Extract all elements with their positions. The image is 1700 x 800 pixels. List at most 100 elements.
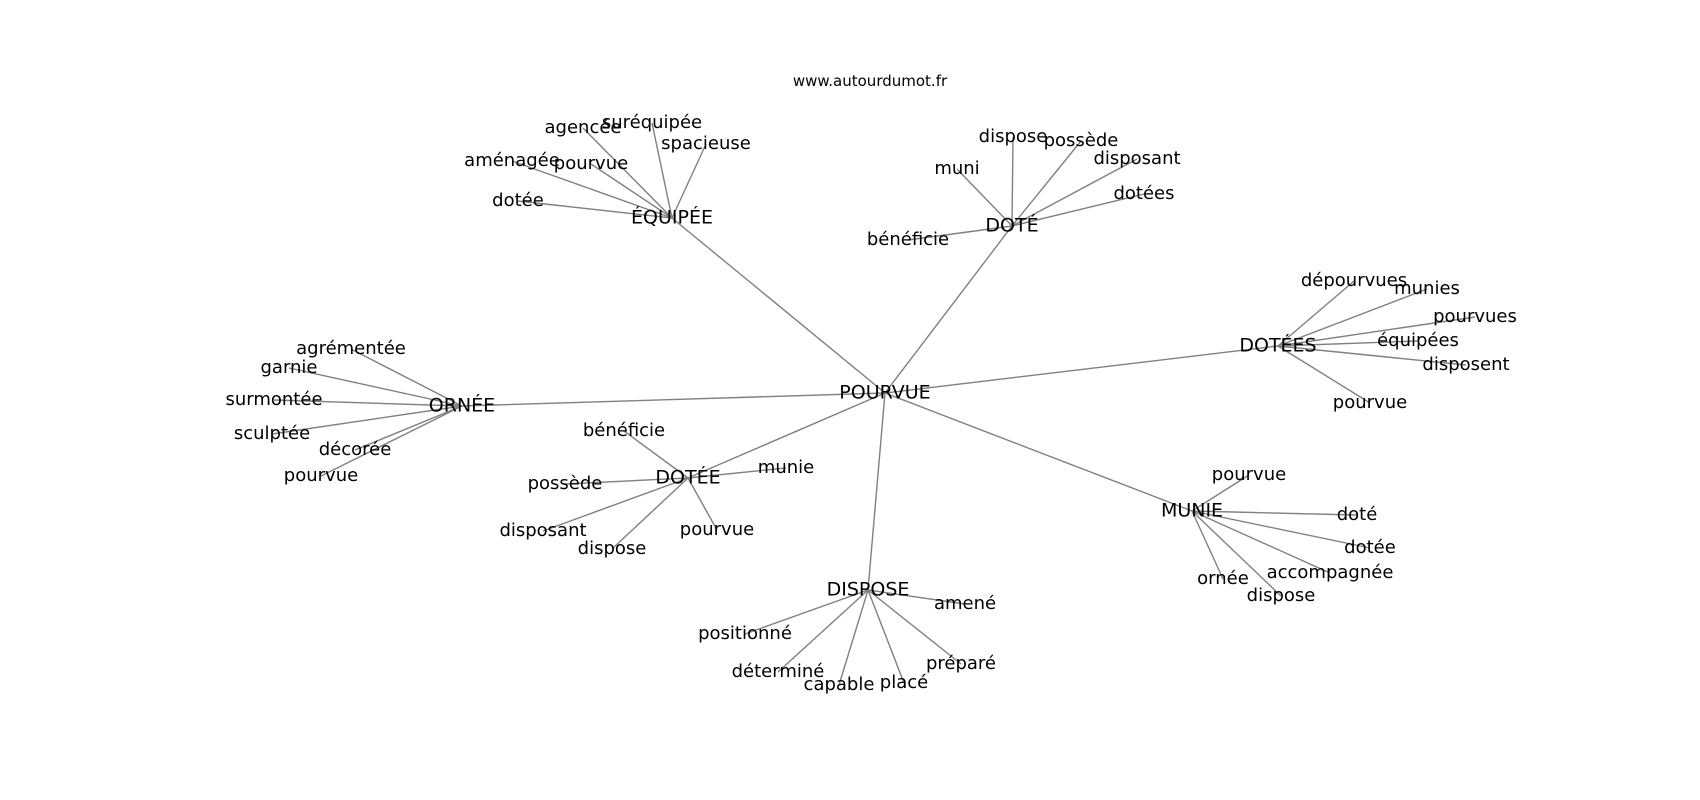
center-node[interactable]: POURVUE [839,382,930,404]
leaf-node-munie-3[interactable]: accompagnée [1267,562,1394,583]
edge-dotee-leaf-3 [542,477,689,532]
leaf-node-equipee-1[interactable]: suréquipée [602,112,702,133]
edge-center-munie [884,392,1193,512]
edge-equipee-leaf-2 [671,143,707,219]
edge-dotees-leaf-2 [1277,316,1476,347]
leaf-node-munie-2[interactable]: dotée [1344,537,1396,558]
edge-dispose-leaf-4 [867,589,905,684]
edge-dotee-leaf-5 [687,477,718,531]
leaf-node-dispose-3[interactable]: déterminé [732,661,825,682]
edge-dispose-leaf-3 [777,589,869,673]
edge-dotees-leaf-5 [1277,345,1371,404]
edge-dote-leaf-3 [1011,158,1138,227]
leaf-node-equipee-2[interactable]: spacieuse [661,133,751,154]
leaf-node-ornee-2[interactable]: surmontée [225,389,322,410]
edge-munie-leaf-5 [1191,510,1282,597]
leaf-node-dispose-4[interactable]: placé [880,672,928,693]
leaf-node-munie-1[interactable]: doté [1337,504,1378,525]
edge-dotee-leaf-0 [623,430,689,479]
edge-dotee-leaf-1 [687,467,787,479]
hub-node-equipee[interactable]: ÉQUIPÉE [631,206,713,229]
edge-munie-leaf-3 [1191,510,1331,574]
edge-dote-leaf-2 [956,168,1013,227]
edge-dote-leaf-5 [907,225,1013,241]
hub-node-dispose[interactable]: DISPOSE [827,579,910,601]
edge-ornee-leaf-1 [288,367,463,407]
edge-center-ornee [461,392,886,407]
edge-center-equipee [671,217,886,394]
edge-dotees-leaf-3 [1277,340,1419,347]
leaf-node-dote-1[interactable]: possède [1044,130,1119,151]
edge-dotee-leaf-4 [611,477,689,550]
edge-ornee-leaf-0 [350,348,463,407]
leaf-node-equipee-3[interactable]: aménagée [464,150,560,171]
edge-ornee-leaf-4 [354,405,463,451]
leaf-node-dispose-1[interactable]: positionné [698,623,792,644]
edge-equipee-leaf-3 [511,160,673,219]
edges [271,122,1476,686]
site-url: www.autourdumot.fr [792,72,948,90]
edge-equipee-leaf-5 [517,200,673,219]
leaf-node-dotee-4[interactable]: dispose [578,538,647,559]
leaf-node-ornee-5[interactable]: pourvue [284,465,358,486]
edge-dispose-leaf-2 [867,589,962,665]
leaf-node-munie-4[interactable]: ornée [1197,568,1249,589]
hub-node-ornee[interactable]: ORNÉE [429,394,495,417]
edge-equipee-leaf-1 [651,122,673,219]
edge-dispose-leaf-1 [744,589,869,635]
leaf-node-ornee-3[interactable]: sculptée [234,423,310,444]
leaf-node-ornee-4[interactable]: décorée [319,439,392,460]
leaf-node-dote-4[interactable]: dotées [1113,183,1174,204]
edge-munie-leaf-4 [1191,510,1224,580]
edge-munie-leaf-2 [1191,510,1371,549]
edge-dotees-leaf-0 [1277,280,1355,347]
hub-node-dote[interactable]: DOTÉ [985,214,1038,237]
leaf-node-equipee-5[interactable]: dotée [492,190,544,211]
leaf-node-equipee-4[interactable]: pourvue [554,153,628,174]
leaf-node-dispose-2[interactable]: préparé [926,653,996,674]
edge-dispose-leaf-5 [838,589,869,686]
leaf-node-dotee-1[interactable]: munie [758,457,814,478]
hub-node-dotee[interactable]: DOTÉE [655,466,720,489]
edge-equipee-leaf-0 [582,127,673,219]
leaf-node-dote-0[interactable]: dispose [979,126,1048,147]
edge-dispose-leaf-0 [867,589,966,605]
leaf-node-dotees-3[interactable]: équipées [1377,330,1459,351]
leaf-node-dotee-5[interactable]: pourvue [680,519,754,540]
edge-dote-leaf-0 [1011,136,1014,227]
leaf-node-ornee-1[interactable]: garnie [260,357,317,378]
edge-center-dispose [867,392,886,591]
leaf-node-dote-5[interactable]: bénéficie [867,229,949,250]
leaf-node-munie-5[interactable]: dispose [1247,585,1316,606]
edge-munie-leaf-0 [1191,474,1250,512]
edge-equipee-leaf-4 [590,163,673,219]
leaf-node-dotees-5[interactable]: pourvue [1333,392,1407,413]
leaf-node-equipee-0[interactable]: agencée [545,117,622,138]
leaf-node-dotee-2[interactable]: possède [528,473,603,494]
edge-center-dotee [687,392,886,479]
edge-dotees-leaf-4 [1277,345,1467,366]
leaf-node-dispose-0[interactable]: amené [934,593,996,614]
leaf-node-dotee-3[interactable]: disposant [499,520,586,541]
leaf-node-dotees-4[interactable]: disposent [1422,354,1509,375]
hub-node-dotees[interactable]: DOTÉES [1239,334,1316,357]
edge-ornee-leaf-3 [271,405,463,435]
leaf-node-dote-3[interactable]: disposant [1093,148,1180,169]
leaf-node-ornee-0[interactable]: agrémentée [296,338,406,359]
edge-dote-leaf-4 [1011,193,1145,227]
node-labels: agencéesuréquipéespacieuseaménagéepourvu… [225,112,1516,695]
leaf-node-dotees-2[interactable]: pourvues [1433,306,1517,327]
edge-ornee-leaf-2 [273,399,463,407]
edge-dotee-leaf-2 [564,477,689,485]
edge-ornee-leaf-5 [320,405,463,477]
leaf-node-dotees-0[interactable]: dépourvues [1301,270,1407,291]
edge-munie-leaf-1 [1191,510,1358,516]
hub-node-munie[interactable]: MUNIE [1161,500,1223,522]
leaf-node-dotees-1[interactable]: munies [1394,278,1460,299]
edge-center-dote [884,225,1013,394]
leaf-node-dote-2[interactable]: muni [934,158,979,179]
leaf-node-dotee-0[interactable]: bénéficie [583,420,665,441]
leaf-node-munie-0[interactable]: pourvue [1212,464,1286,485]
leaf-node-dispose-5[interactable]: capable [804,674,875,695]
